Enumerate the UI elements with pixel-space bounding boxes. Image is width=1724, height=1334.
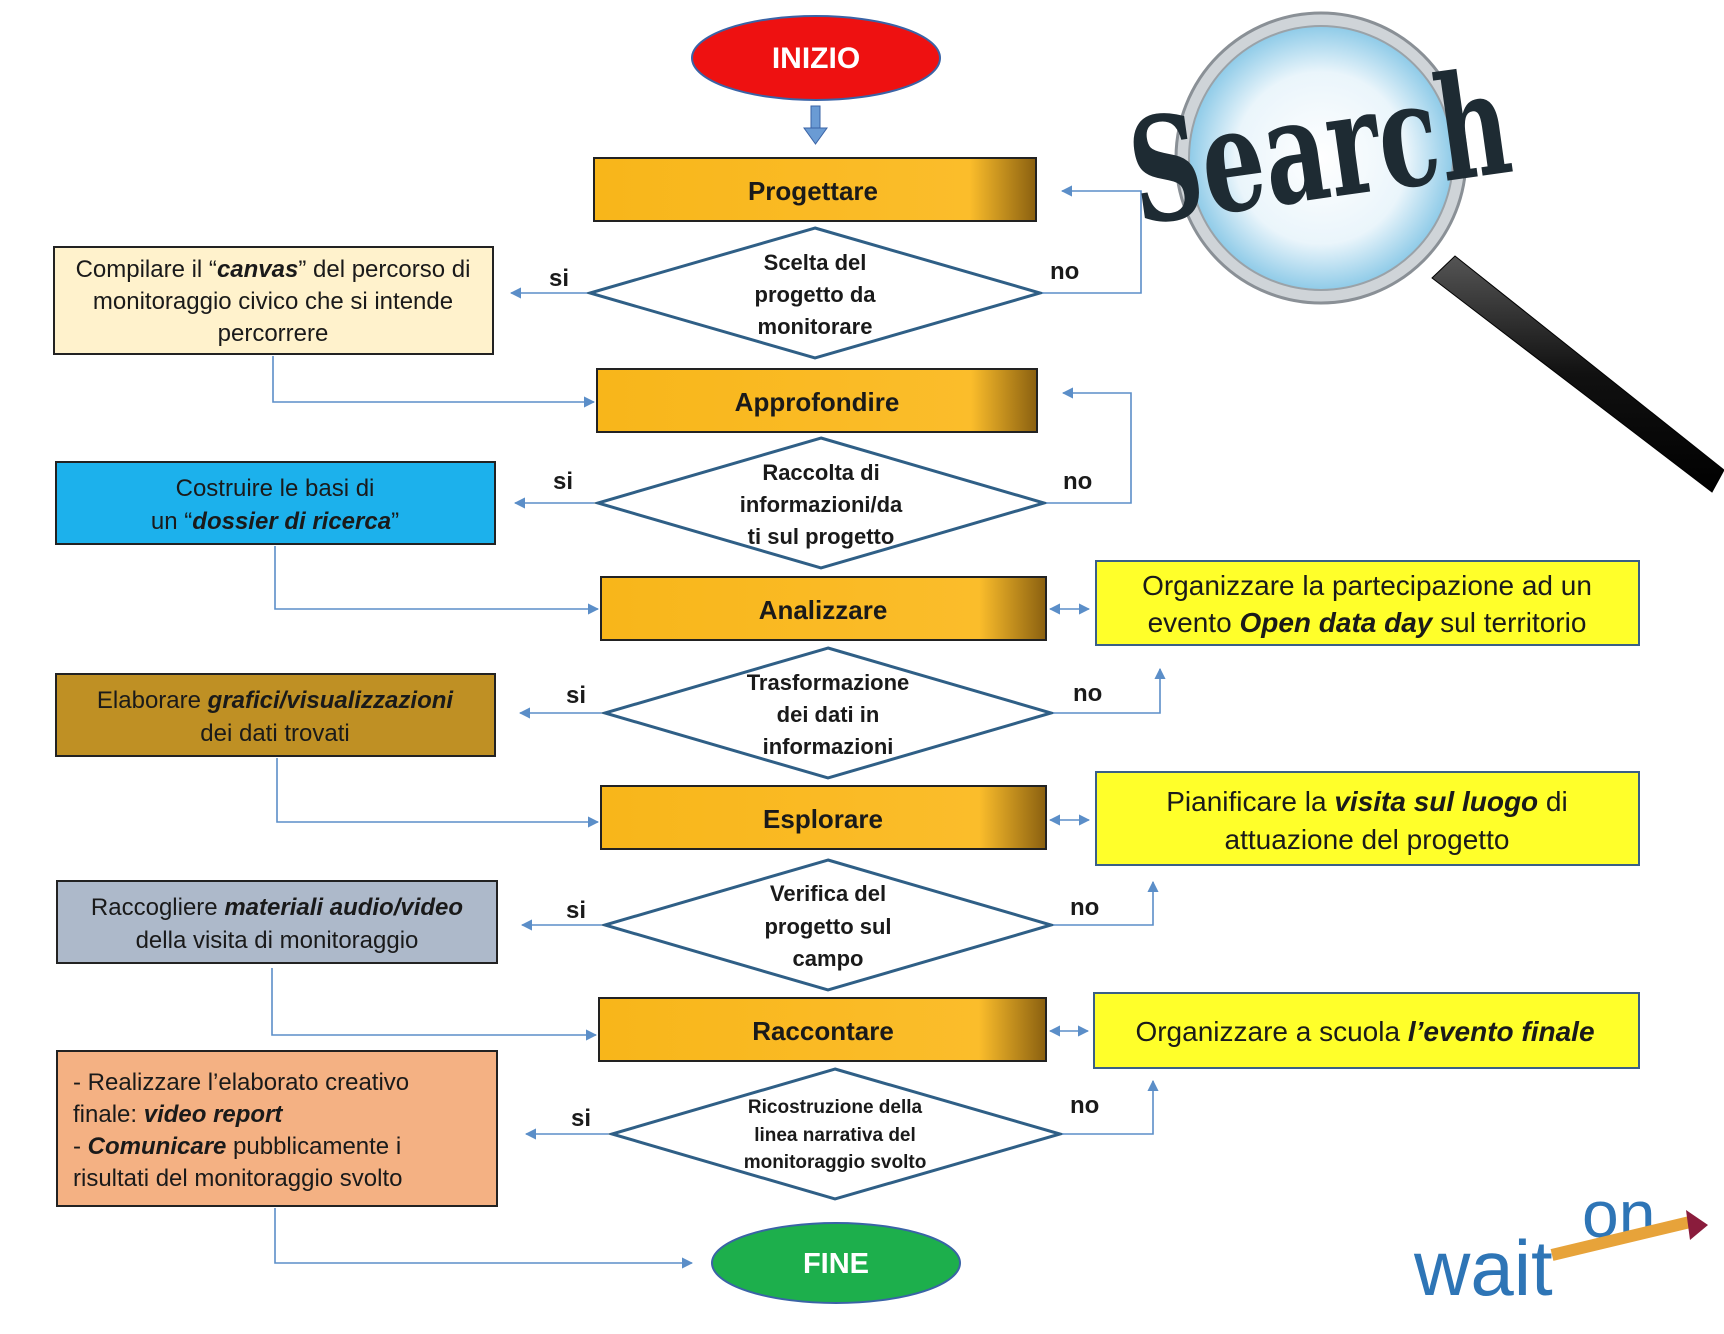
no-up-arrow — [1053, 880, 1159, 926]
search-magnifier-icon: Search — [1119, 11, 1724, 493]
decision-text: Verifica del — [770, 881, 886, 906]
box-line: Pianificare la visita sul luogo di — [1166, 786, 1567, 817]
decision-text: linea narrativa del — [754, 1125, 916, 1146]
no-up-arrow — [1053, 667, 1166, 714]
decision-text: campo — [793, 946, 864, 971]
return-arrow — [274, 1208, 694, 1269]
decision-text: ti sul progetto — [748, 524, 895, 549]
yes-label: si — [553, 468, 573, 495]
decision-1: Scelta del progetto da monitorare — [584, 226, 1046, 360]
logo-arrowhead-icon — [1686, 1210, 1708, 1240]
decision-text: progetto sul — [764, 914, 891, 939]
box-line: - Realizzare l’elaborato creativo — [73, 1069, 409, 1096]
box-line: - Comunicare pubblicamente i — [73, 1133, 401, 1160]
decision-5: Ricostruzione della linea narrativa del … — [606, 1067, 1066, 1201]
end-terminal: FINE — [711, 1222, 961, 1304]
return-arrow — [272, 356, 596, 408]
decision-text: Raccolta di — [762, 460, 879, 485]
decision-text: informazioni/da — [740, 492, 903, 517]
box-line: Raccogliere materiali audio/video — [91, 894, 463, 921]
start-terminal: INIZIO — [691, 15, 941, 101]
return-arrow — [274, 546, 600, 615]
left-box-dossier: Costruire le basi di un “dossier di rice… — [55, 461, 496, 545]
box-line: risultati del monitoraggio svolto — [73, 1165, 403, 1192]
decision-text: monitorare — [758, 314, 873, 339]
return-arrow — [271, 968, 598, 1041]
connectors — [271, 185, 1166, 1269]
box-line: Compilare il “canvas” del percorso di — [76, 256, 471, 283]
no-label: no — [1070, 894, 1099, 921]
decision-text: progetto da — [755, 282, 877, 307]
step-label: Approfondire — [735, 387, 900, 417]
left-box-audio-video: Raccogliere materiali audio/video della … — [56, 880, 498, 964]
logo-wait-text: wait — [1413, 1224, 1553, 1312]
start-label: INIZIO — [772, 42, 860, 75]
box-line: un “dossier di ricerca” — [151, 508, 399, 535]
decision-text: dei dati in — [777, 702, 880, 727]
left-box-video-report: - Realizzare l’elaborato creativo finale… — [56, 1050, 498, 1207]
yes-label: si — [571, 1105, 591, 1132]
step-label: Analizzare — [759, 595, 888, 625]
step-label: Raccontare — [752, 1016, 894, 1046]
no-label: no — [1073, 680, 1102, 707]
box-line: Elaborare grafici/visualizzazioni — [97, 687, 454, 714]
box-line: Organizzare a scuola l’evento finale — [1135, 1016, 1594, 1047]
decision-3: Trasformazione dei dati in informazioni — [599, 646, 1057, 780]
decision-text: monitoraggio svolto — [744, 1152, 927, 1173]
no-label: no — [1070, 1092, 1099, 1119]
end-label: FINE — [803, 1248, 869, 1280]
no-loop-arrow — [1046, 387, 1132, 504]
decision-4: Verifica del progetto sul campo — [599, 858, 1057, 992]
right-box-visita: Pianificare la visita sul luogo di attua… — [1095, 771, 1640, 866]
box-line: Organizzare la partecipazione ad un — [1142, 570, 1592, 601]
no-label: no — [1063, 468, 1092, 495]
no-up-arrow — [1062, 1079, 1159, 1135]
step-label: Progettare — [748, 176, 878, 206]
left-box-grafici: Elaborare grafici/visualizzazioni dei da… — [55, 673, 496, 757]
yes-label: si — [566, 682, 586, 709]
box-line: attuazione del progetto — [1225, 824, 1510, 855]
decision-2: Raccolta di informazioni/da ti sul proge… — [592, 436, 1050, 570]
box-line: percorrere — [218, 320, 329, 347]
logo-arrow-icon — [1550, 1216, 1692, 1261]
no-label: no — [1050, 258, 1079, 285]
step-label: Esplorare — [763, 804, 883, 834]
right-box-evento-finale: Organizzare a scuola l’evento finale — [1093, 992, 1640, 1069]
no-loop-arrow — [1042, 185, 1142, 294]
box-line: della visita di monitoraggio — [136, 927, 419, 954]
decision-text: informazioni — [763, 734, 894, 759]
step-approfondire: Approfondire — [596, 368, 1038, 433]
decision-text: Trasformazione — [747, 670, 910, 695]
step-analizzare: Analizzare — [600, 576, 1047, 641]
box-line: Costruire le basi di — [176, 475, 375, 502]
yes-label: si — [549, 265, 569, 292]
yes-label: si — [566, 897, 586, 924]
right-box-open-data-day: Organizzare la partecipazione ad un even… — [1095, 560, 1640, 646]
step-progettare: Progettare — [593, 157, 1037, 222]
waiton-logo: wait on — [1413, 1177, 1708, 1312]
return-arrow — [276, 758, 600, 828]
search-logo-text: Search — [1119, 38, 1520, 259]
box-line: dei dati trovati — [200, 720, 349, 747]
start-down-arrow — [803, 105, 828, 145]
decision-text: Scelta del — [764, 250, 867, 275]
left-box-canvas: Compilare il “canvas” del percorso di mo… — [53, 246, 494, 355]
step-esplorare: Esplorare — [600, 785, 1047, 850]
box-line: evento Open data day sul territorio — [1148, 607, 1587, 638]
box-line: monitoraggio civico che si intende — [93, 288, 453, 315]
step-raccontare: Raccontare — [598, 997, 1047, 1062]
box-line: finale: video report — [73, 1101, 283, 1128]
decision-text: Ricostruzione della — [748, 1097, 923, 1118]
